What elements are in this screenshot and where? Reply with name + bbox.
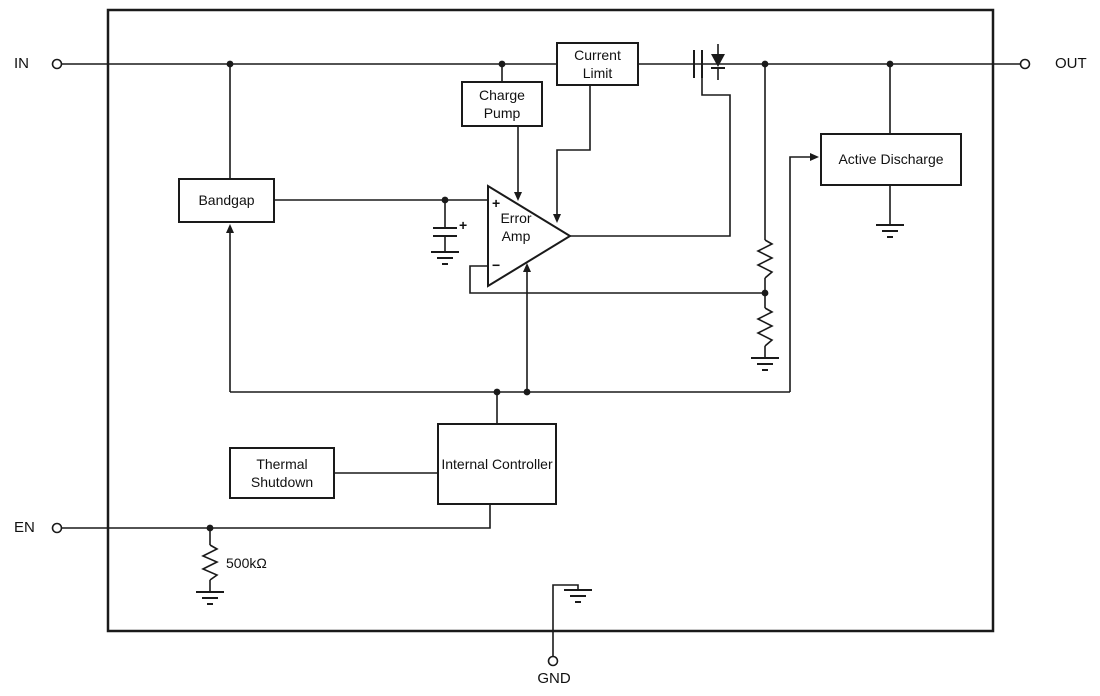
block-current-limit: Current Limit xyxy=(556,42,639,86)
in-pin-terminal xyxy=(51,58,63,70)
en-wire xyxy=(62,505,491,529)
arrowheads xyxy=(226,153,819,272)
capacitor-symbol xyxy=(433,227,457,237)
block-internal-controller: Internal Controller xyxy=(437,423,557,505)
block-active-discharge: Active Discharge xyxy=(820,133,962,186)
capacitor-polarity-sign: + xyxy=(459,217,468,233)
en-resistor-ground-symbol xyxy=(196,591,224,605)
pass-fet-symbol xyxy=(693,50,703,78)
active-discharge-ground-symbol xyxy=(876,224,904,238)
junction-dot xyxy=(761,289,769,297)
error-amp-label: Error Amp xyxy=(500,210,532,244)
junction-dot xyxy=(493,388,501,396)
gnd-pin-terminal xyxy=(547,655,559,667)
divider-top-resistor xyxy=(756,239,774,279)
schematic xyxy=(51,8,1031,667)
en-pin-terminal xyxy=(51,522,63,534)
divider-bottom-resistor xyxy=(756,307,774,347)
charge-pump-label: Charge Pump xyxy=(479,86,525,121)
junction-dot xyxy=(226,60,234,68)
body-diode-icon xyxy=(711,44,725,80)
capacitor-ground-symbol xyxy=(431,251,459,265)
block-thermal-shutdown: Thermal Shutdown xyxy=(229,447,335,499)
junction-dot xyxy=(206,524,214,532)
block-charge-pump: Charge Pump xyxy=(461,81,543,127)
bandgap-label: Bandgap xyxy=(198,192,255,209)
arrow-current-limit-icon xyxy=(553,214,561,223)
junction-dots xyxy=(206,60,894,532)
gnd-pin-label: GND xyxy=(537,670,571,687)
chip-boundary xyxy=(106,8,995,633)
en-pin-label: EN xyxy=(14,519,35,536)
diode-triangle xyxy=(711,54,725,67)
feedback-tap-to-minus-input-wire xyxy=(469,265,765,294)
active-discharge-label: Active Discharge xyxy=(838,151,944,168)
bus-to-active-discharge-wire xyxy=(789,156,810,392)
error-amp-minus-sign: − xyxy=(492,257,501,273)
current-limit-to-error-amp-wire xyxy=(556,86,591,215)
gnd-pin-wire xyxy=(552,584,579,656)
arrow-into-bandgap-icon xyxy=(226,224,234,233)
gnd-pin-ground-symbol xyxy=(564,589,592,603)
divider-ground-symbol xyxy=(751,357,779,371)
arrow-into-error-amp-bottom-icon xyxy=(523,263,531,272)
junction-dot xyxy=(441,196,449,204)
thermal-shutdown-label: Thermal Shutdown xyxy=(250,455,314,490)
en-pulldown-value-label: 500kΩ xyxy=(226,555,267,571)
arrow-into-error-amp-top-icon xyxy=(514,192,522,201)
error-amp-output-to-gate-wire xyxy=(570,78,731,237)
error-amp-triangle xyxy=(487,184,572,288)
internal-controller-label: Internal Controller xyxy=(441,455,553,472)
junction-dot xyxy=(498,60,506,68)
en-pulldown-resistor xyxy=(201,544,219,581)
in-pin-label: IN xyxy=(14,55,29,72)
error-amp-plus-sign: + xyxy=(492,195,501,211)
arrow-into-active-discharge-icon xyxy=(810,153,819,161)
current-limit-label: Current Limit xyxy=(574,46,621,81)
junction-dot xyxy=(761,60,769,68)
junction-dot xyxy=(886,60,894,68)
out-pin-terminal xyxy=(1019,58,1031,70)
pin-terminals xyxy=(51,58,1031,667)
junction-dot xyxy=(523,388,531,396)
block-bandgap: Bandgap xyxy=(178,178,275,223)
out-pin-label: OUT xyxy=(1055,55,1087,72)
